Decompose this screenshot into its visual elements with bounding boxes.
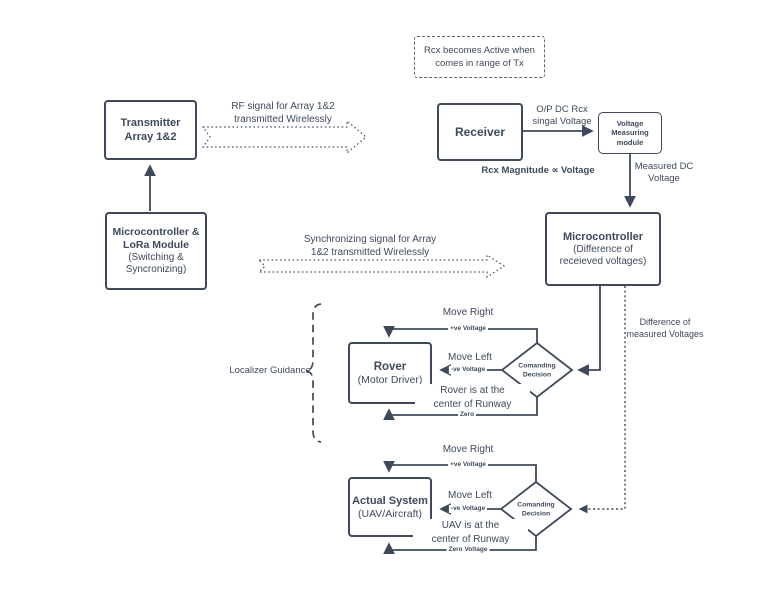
arrow-microcontroller-to-rover-decision (577, 286, 601, 376)
rover-box: Rover (Motor Driver) (348, 342, 432, 404)
uav-move-right-label: Move Right (442, 444, 494, 455)
rover-zero-voltage-label: Zero (457, 411, 477, 419)
difference-measured-label: Difference of measured Voltages (626, 317, 704, 339)
rover-subtitle: (Motor Driver) (357, 373, 423, 386)
uav-decision-label: Comanding Decision (517, 501, 555, 518)
rcx-magnitude-label: Rcx Magnitude ∝ Voltage (481, 165, 595, 176)
rf-wireless-block-arrow (201, 119, 367, 155)
microcontroller-box: Microcontroller (Difference of receieved… (545, 212, 661, 286)
localizer-guidance-brace (305, 303, 322, 443)
receiver-label: Receiver (454, 125, 506, 139)
uav-zero-voltage-label: Zero Voltage (446, 546, 490, 554)
rover-pos-voltage-label: +ve Voltage (448, 325, 488, 333)
rover-move-left-label: Move Left (448, 352, 492, 363)
mcu-lora-title: Microcontroller & LoRa Module (112, 225, 200, 251)
rover-neg-voltage-label: -ve Voltage (448, 366, 488, 374)
sync-signal-label: Synchronizing signal for Array 1&2 trans… (303, 234, 437, 258)
microcontroller-subtitle: (Difference of receieved voltages) (559, 243, 647, 268)
rf-signal-label: RF signal for Array 1&2 transmitted Wire… (231, 101, 335, 125)
measured-dc-label: Measured DC Voltage (634, 161, 694, 184)
mcu-lora-subtitle: (Switching & Syncronizing) (125, 251, 187, 276)
rover-decision-diamond (500, 341, 574, 399)
transmitter-array-box: Transmitter Array 1&2 (104, 100, 197, 160)
uav-at-center-label: UAV is at the center of Runway (413, 519, 528, 546)
op-dc-voltage-label: O/P DC Rcx singal Voltage (532, 104, 592, 127)
microcontroller-title: Microcontroller (562, 230, 644, 243)
rover-decision-label: Comanding Decision (518, 362, 556, 379)
transmitter-array-label: Transmitter Array 1&2 (120, 117, 181, 143)
uav-move-left-label: Move Left (448, 490, 492, 501)
sync-wireless-block-arrow (257, 253, 506, 279)
localizer-guidance-label: Localizer Guidance (229, 365, 311, 376)
mcu-lora-box: Microcontroller & LoRa Module (Switching… (105, 212, 207, 290)
uav-pos-voltage-label: +ve Voltage (448, 461, 488, 469)
rover-at-center-label: Rover is at the center of Runway (415, 384, 530, 411)
actual-system-box: Actual System (UAV/Aircraft) (348, 477, 432, 537)
voltage-measuring-module-label: Voltage Measuring module (611, 118, 649, 147)
uav-neg-voltage-label: -ve Voltage (448, 505, 488, 513)
rover-title: Rover (373, 360, 407, 373)
rover-move-right-label: Move Right (442, 307, 494, 318)
receiver-box: Receiver (437, 103, 523, 161)
actual-system-title: Actual System (352, 494, 428, 507)
actual-system-subtitle: (UAV/Aircraft) (358, 507, 422, 520)
arrow-difference-to-uav-decision (578, 286, 626, 514)
voltage-measuring-module-box: Voltage Measuring module (598, 112, 662, 154)
note-rcx-active: Rcx becomes Active when comes in range o… (414, 36, 545, 78)
